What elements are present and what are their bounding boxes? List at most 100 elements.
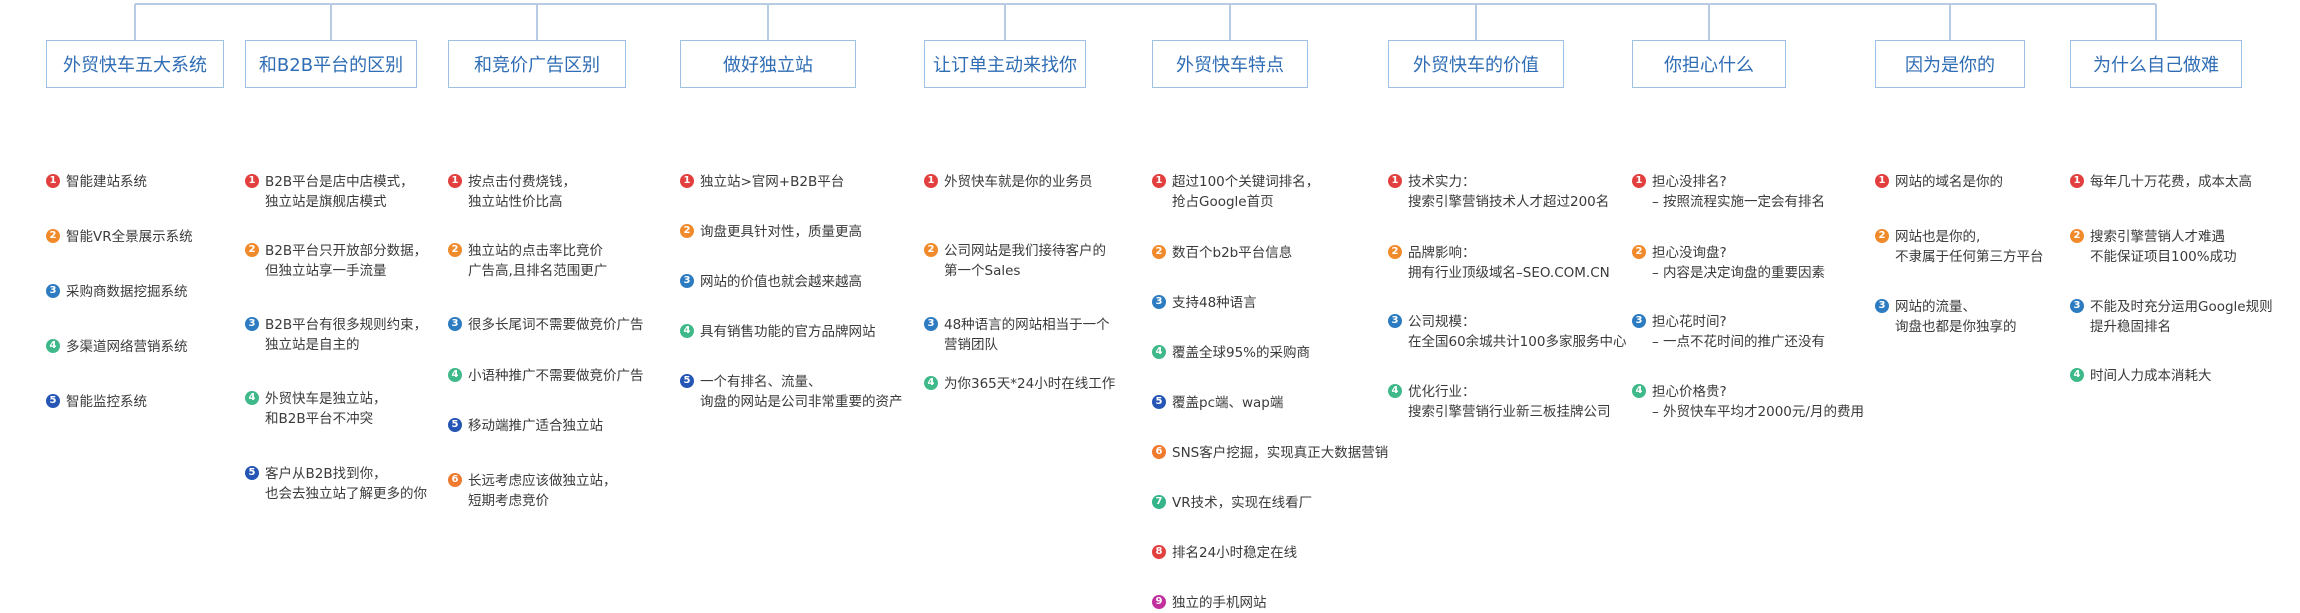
number-badge: 8 [1152,545,1166,559]
list-item: 5 覆盖pc端、wap端 [1152,393,1283,413]
item-text: 长远考虑应该做独立站， 短期考虑竞价 [468,473,617,509]
number-badge: 4 [1632,384,1646,398]
item-text: 网站的价值也就会越来越高 [700,274,862,290]
column-heading: 外贸快车的价值 [1388,40,1564,88]
number-badge: 2 [680,224,694,238]
number-badge: 5 [245,466,259,480]
number-badge: 2 [1388,245,1402,259]
list-item: 2 B2B平台只开放部分数据， 但独立站享一手流量 [245,241,427,281]
number-badge: 2 [1152,245,1166,259]
item-text: 采购商数据挖掘系统 [66,284,188,300]
list-item: 6 SNS客户挖掘，实现真正大数据营销 [1152,443,1388,463]
number-badge: 4 [245,391,259,405]
item-text: 外贸快车是独立站， 和B2B平台不冲突 [265,391,387,427]
column-heading: 外贸快车五大系统 [46,40,224,88]
number-badge: 3 [2070,299,2084,313]
item-text: 覆盖pc端、wap端 [1172,395,1284,411]
item-text: 多渠道网络营销系统 [66,339,188,355]
number-badge: 5 [448,418,462,432]
number-badge: 2 [1632,245,1646,259]
item-text: 每年几十万花费，成本太高 [2090,174,2252,190]
list-item: 3 很多长尾词不需要做竞价广告 [448,315,644,335]
item-text: SNS客户挖掘，实现真正大数据营销 [1172,445,1389,461]
item-text: 搜索引擎营销人才难遇 不能保证项目100%成功 [2090,229,2237,265]
list-item: 8 排名24小时稳定在线 [1152,543,1297,563]
item-text: VR技术，实现在线看厂 [1172,495,1313,511]
list-item: 2 品牌影响： 拥有行业顶级域名–SEO.COM.CN [1388,243,1610,283]
item-text: 智能监控系统 [66,394,147,410]
number-badge: 4 [1152,345,1166,359]
number-badge: 1 [924,174,938,188]
list-item: 2 询盘更具针对性，质量更高 [680,222,862,242]
item-text: 不能及时充分运用Google规则 提升稳固排名 [2090,299,2273,335]
number-badge: 9 [1152,595,1166,609]
list-item: 1 按点击付费烧钱， 独立站性价比高 [448,172,576,212]
item-text: 公司网站是我们接待客户的 第一个Sales [944,243,1106,279]
item-text: 担心没排名? – 按照流程实施一定会有排名 [1652,174,1826,210]
number-badge: 4 [924,376,938,390]
number-badge: 2 [448,243,462,257]
number-badge: 1 [680,174,694,188]
list-item: 1 每年几十万花费，成本太高 [2070,172,2252,192]
item-text: 技术实力： 搜索引擎营销技术人才超过200名 [1408,174,1610,210]
number-badge: 2 [245,243,259,257]
column-heading: 你担心什么 [1632,40,1786,88]
list-item: 2 数百个b2b平台信息 [1152,243,1292,263]
number-badge: 7 [1152,495,1166,509]
number-badge: 3 [1875,299,1889,313]
item-text: 询盘更具针对性，质量更高 [700,224,862,240]
number-badge: 4 [1388,384,1402,398]
column-heading: 外贸快车特点 [1152,40,1308,88]
item-text: 支持48种语言 [1172,295,1257,311]
number-badge: 1 [245,174,259,188]
number-badge: 1 [2070,174,2084,188]
number-badge: 3 [1388,314,1402,328]
column-heading: 为什么自己做难 [2070,40,2242,88]
item-text: 很多长尾词不需要做竞价广告 [468,317,644,333]
connector-lines [134,3,2157,40]
item-text: 数百个b2b平台信息 [1172,245,1293,261]
item-text: 智能建站系统 [66,174,147,190]
item-text: 按点击付费烧钱， 独立站性价比高 [468,174,576,210]
number-badge: 5 [1152,395,1166,409]
item-text: 品牌影响： 拥有行业顶级域名–SEO.COM.CN [1408,245,1610,281]
item-text: 网站的域名是你的 [1895,174,2003,190]
number-badge: 3 [448,317,462,331]
item-text: 担心没询盘? – 内容是决定询盘的重要因素 [1652,245,1826,281]
item-text: 客户从B2B找到你， 也会去独立站了解更多的你 [265,466,427,502]
item-text: B2B平台有很多规则约束， 独立站是自主的 [265,317,428,353]
item-text: 48种语言的网站相当于一个 营销团队 [944,317,1110,353]
number-badge: 1 [448,174,462,188]
item-text: 小语种推广不需要做竞价广告 [468,368,644,384]
number-badge: 3 [46,284,60,298]
number-badge: 1 [46,174,60,188]
item-text: 一个有排名、流量、 询盘的网站是公司非常重要的资产 [700,374,903,410]
number-badge: 6 [1152,445,1166,459]
number-badge: 3 [245,317,259,331]
number-badge: 1 [1875,174,1889,188]
item-text: B2B平台只开放部分数据， 但独立站享一手流量 [265,243,428,279]
item-text: 网站也是你的, 不隶属于任何第三方平台 [1895,229,2044,265]
item-text: 排名24小时稳定在线 [1172,545,1298,561]
